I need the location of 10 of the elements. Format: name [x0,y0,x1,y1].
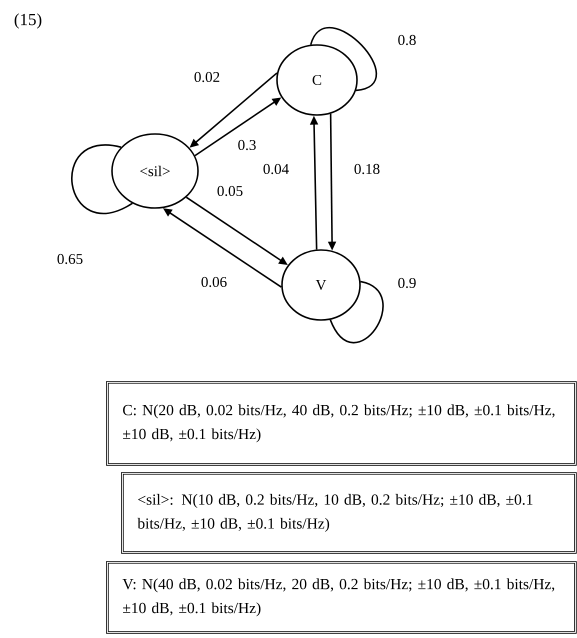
parameter-box: <sil>: N(10 dB, 0.2 bits/Hz, 10 dB, 0.2 bits/Hz; ±10 dB, ±0.1 bits/Hz, ±10 dB, ±0.1 bits/Hz) [121,472,577,554]
self-loop [330,280,384,344]
parameter-box: C: N(20 dB, 0.02 bits/Hz, 40 dB, 0.2 bits/Hz; ±10 dB, ±0.1 bits/Hz, ±10 dB, ±0.1 bits/Hz) [106,381,577,466]
edge-label: 0.9 [396,276,418,290]
parameter-box: V: N(40 dB, 0.02 bits/Hz, 20 dB, 0.2 bits/Hz; ±10 dB, ±0.1 bits/Hz, ±10 dB, ±0.1 bits/Hz) [106,561,577,634]
self-loop [310,27,378,92]
edge-label: 0.8 [396,34,418,46]
edge-label: 0.3 [236,138,258,152]
self-loop [71,144,133,214]
figure-number: (15) [14,13,42,29]
